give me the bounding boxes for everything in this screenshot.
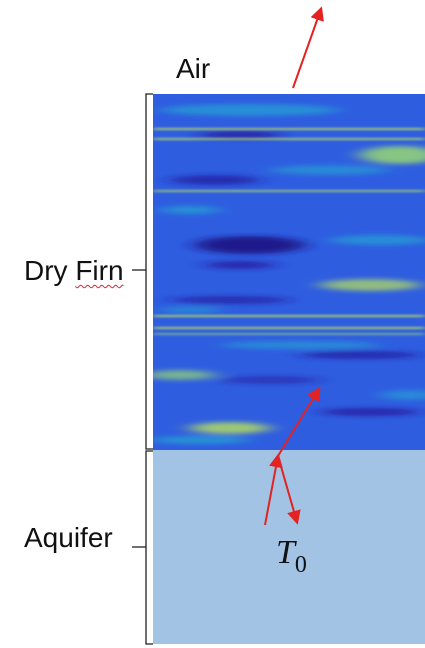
t0-label: T0 [276, 534, 307, 578]
transmitted-arrow [277, 386, 321, 457]
air-label: Air [176, 55, 210, 83]
air-label-text: Air [176, 53, 211, 84]
upward-radiation-arrow [292, 6, 324, 89]
dry-firn-label-prefix: Dry [24, 255, 76, 286]
dry-firn-bracket [145, 93, 153, 450]
reflected-arrow [277, 455, 301, 525]
incident-arrow [264, 453, 283, 526]
aquifer-layer [153, 450, 425, 644]
t0-subscript: 0 [294, 552, 307, 578]
aquifer-label: Aquifer [24, 524, 113, 552]
aquifer-label-text: Aquifer [24, 522, 113, 553]
radargram-layers [153, 128, 425, 335]
t0-symbol: T [276, 534, 295, 571]
aquifer-bracket [145, 450, 153, 645]
dry-firn-label-word: Firn [75, 255, 124, 286]
dry-firn-label: Dry Firn [24, 257, 124, 285]
radargram-texture [153, 104, 425, 444]
dry-firn-radargram [153, 94, 425, 450]
